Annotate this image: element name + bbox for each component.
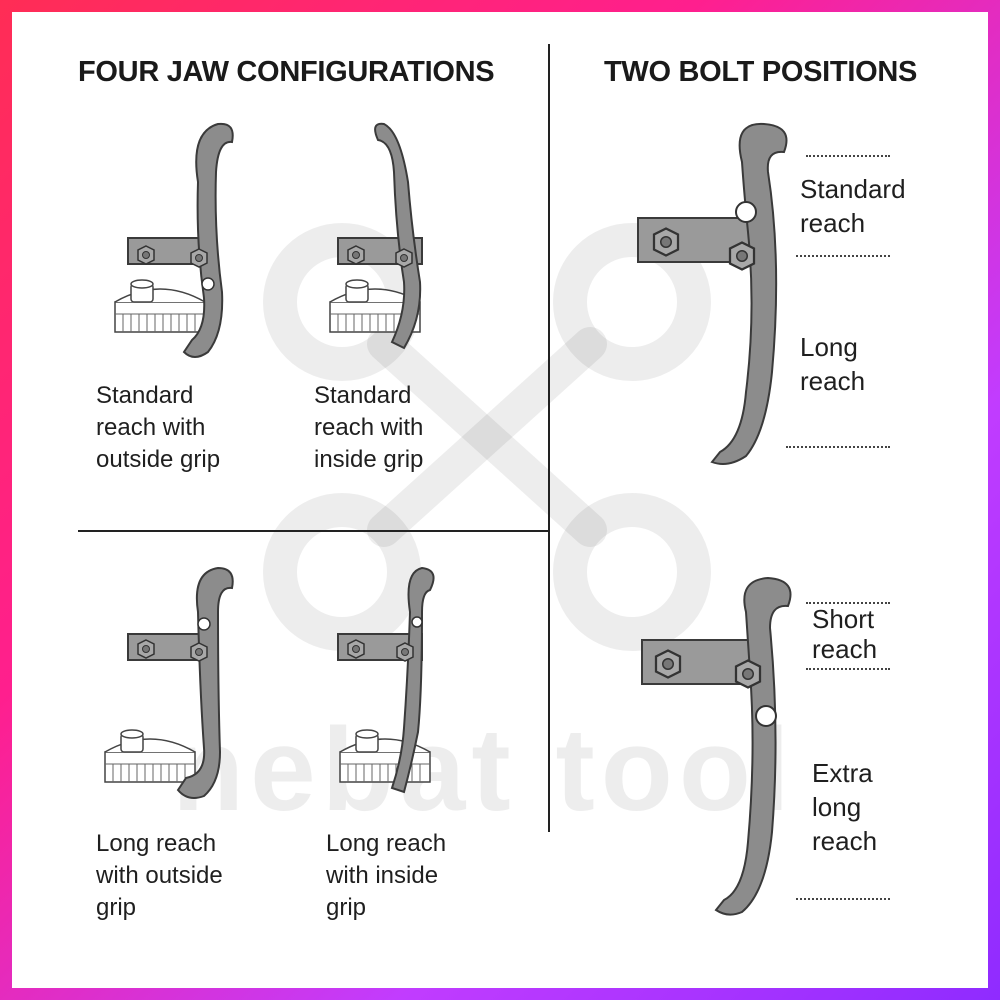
label-extra-long-reach: Extra long reach <box>812 758 878 856</box>
diagram-panel: nebat tool FOUR JAW CONFIGURATIONS TWO B… <box>12 12 988 988</box>
guide-line-bottom-3 <box>796 898 890 900</box>
guide-line-bottom-2 <box>806 668 890 670</box>
vertical-divider <box>548 44 550 832</box>
heading-jaw-configurations: FOUR JAW CONFIGURATIONS <box>78 56 495 88</box>
caption-jaw-3: Long reach with outside grip <box>96 830 223 921</box>
caption-jaw-1: Standard reach with outside grip <box>96 382 221 473</box>
label-short-reach: Short reach <box>812 604 878 664</box>
caption-jaw-2: Standard reach with inside grip <box>314 382 424 473</box>
guide-line-bottom-1 <box>806 602 890 604</box>
heading-bolt-positions: TWO BOLT POSITIONS <box>604 56 918 88</box>
guide-line-top-3 <box>786 446 890 448</box>
bolt-position-illustration-2 <box>641 576 792 916</box>
guide-line-top-1 <box>806 155 890 157</box>
bolt-position-illustration-1 <box>637 122 788 465</box>
caption-jaw-4: Long reach with inside grip <box>326 830 447 921</box>
guide-line-top-2 <box>796 255 890 257</box>
watermark-text: nebat tool <box>172 704 796 836</box>
jaw-illustration-4 <box>337 566 435 794</box>
watermark-wrench-logo <box>263 223 711 651</box>
horizontal-divider <box>78 530 550 532</box>
illustrations <box>104 122 792 916</box>
label-long-reach: Long reach <box>800 332 866 396</box>
jaw-illustration-3 <box>104 566 234 799</box>
jaw-illustration-1 <box>114 122 234 358</box>
jaw-illustration-2 <box>329 122 423 350</box>
label-standard-reach: Standard reach <box>800 174 906 238</box>
